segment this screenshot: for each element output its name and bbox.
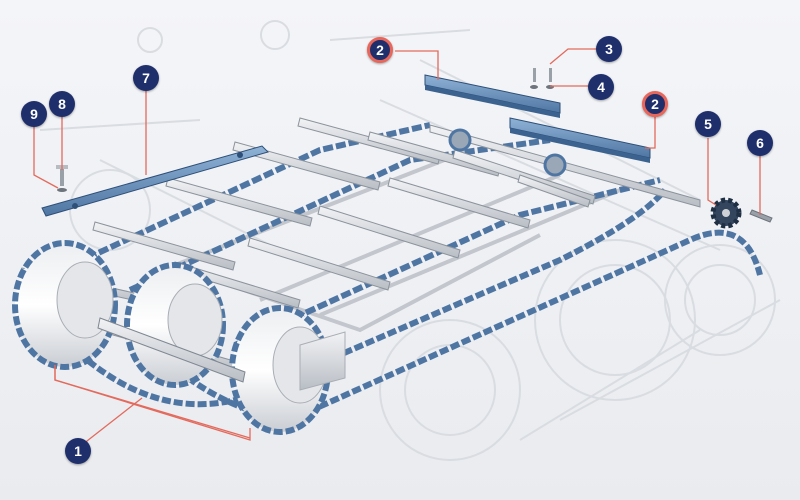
drum-rollers bbox=[12, 240, 346, 435]
callout-part-7[interactable]: 7 bbox=[133, 65, 159, 91]
callout-part-2-right[interactable]: 2 bbox=[642, 91, 668, 117]
side-rail bbox=[97, 317, 246, 383]
callout-part-8[interactable]: 8 bbox=[49, 91, 75, 117]
part-5-sprocket bbox=[710, 197, 742, 229]
callout-part-1[interactable]: 1 bbox=[65, 438, 91, 464]
callout-part-6[interactable]: 6 bbox=[747, 130, 773, 156]
part-6-pin bbox=[749, 209, 773, 223]
callout-part-3[interactable]: 3 bbox=[596, 36, 622, 62]
part-3-4-bolts bbox=[530, 68, 554, 89]
drive-shaft bbox=[429, 124, 701, 208]
part-2-slotted-bars bbox=[424, 74, 651, 163]
callout-part-5[interactable]: 5 bbox=[695, 111, 721, 137]
part-1-bracket bbox=[54, 365, 251, 439]
part-7-strip bbox=[41, 145, 269, 217]
callout-part-4[interactable]: 4 bbox=[588, 74, 614, 100]
callout-part-2-top[interactable]: 2 bbox=[367, 37, 393, 63]
upper-chains bbox=[38, 122, 661, 348]
callout-part-9[interactable]: 9 bbox=[21, 101, 47, 127]
